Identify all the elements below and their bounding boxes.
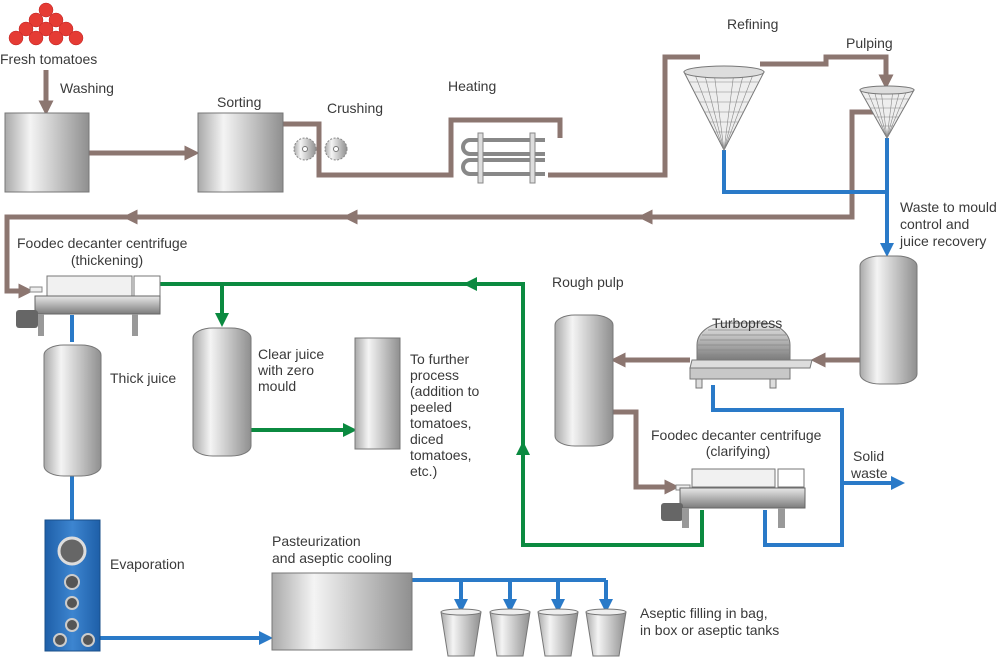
turbopress xyxy=(689,322,813,389)
rough-pulp-tank xyxy=(554,314,614,447)
product-line xyxy=(4,54,894,495)
label-rough-pulp: Rough pulp xyxy=(552,274,624,290)
tomatoes-icon xyxy=(8,2,84,46)
label-pulping: Pulping xyxy=(846,35,893,51)
clear-juice-tank xyxy=(192,327,252,457)
label-clarifying: Foodec decanter centrifuge (clarifying) xyxy=(651,427,825,459)
label-pasteurization: Pasteurization and aseptic cooling xyxy=(272,533,392,566)
label-crushing: Crushing xyxy=(327,100,383,116)
thick-juice-tank xyxy=(43,344,102,477)
washing-tank xyxy=(4,112,90,193)
label-evaporation: Evaporation xyxy=(110,556,185,572)
decanter-clarifying xyxy=(661,468,806,528)
waste-tank xyxy=(859,255,918,385)
sorting-tank xyxy=(197,112,284,193)
label-washing: Washing xyxy=(60,80,114,96)
refiner-cone xyxy=(683,65,765,152)
pasteurizer xyxy=(271,572,413,651)
label-sorting: Sorting xyxy=(217,94,261,110)
clear-juice-line xyxy=(160,277,704,547)
label-heating: Heating xyxy=(448,78,496,94)
label-fresh-tomatoes: Fresh tomatoes xyxy=(0,51,97,67)
aseptic-containers xyxy=(440,608,627,657)
label-clear-juice: Clear juice with zero mould xyxy=(257,346,328,394)
label-thickening: Foodec decanter centrifuge (thickening) xyxy=(17,235,191,268)
label-turbopress: Turbopress xyxy=(712,315,782,331)
label-filling: Aseptic filling in bag, in box or asepti… xyxy=(640,605,779,638)
heat-exchanger xyxy=(461,132,545,184)
label-refining: Refining xyxy=(727,16,778,32)
pulper-cone xyxy=(859,85,915,140)
decanter-thickening xyxy=(16,275,161,336)
evaporator xyxy=(44,519,101,652)
crusher-gears-icon xyxy=(293,137,348,161)
label-solid-waste: Solid waste xyxy=(850,448,888,481)
further-process-box xyxy=(354,337,401,450)
label-waste: Waste to mould control and juice recover… xyxy=(899,199,1000,249)
label-further-process: To further process (addition to peeled t… xyxy=(410,351,483,479)
label-thick-juice: Thick juice xyxy=(110,370,176,386)
